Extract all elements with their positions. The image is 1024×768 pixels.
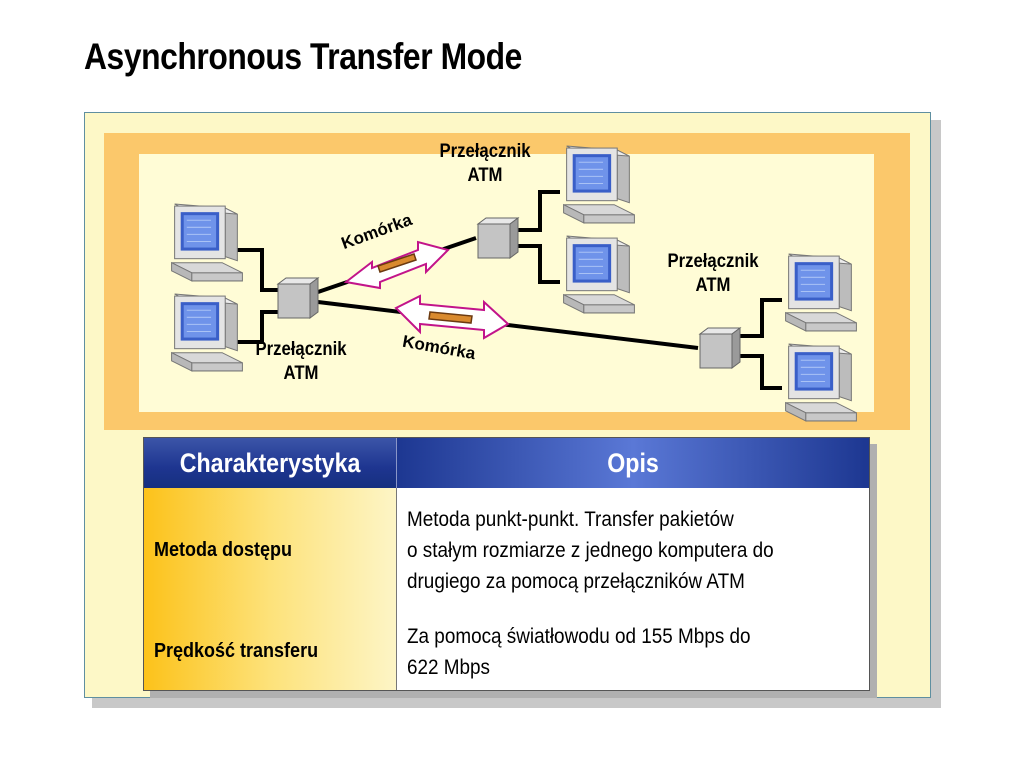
switch-label-top: Przełącznik ATM <box>428 140 542 188</box>
computer-icon <box>563 145 635 224</box>
desc-line: Metoda punkt-punkt. Transfer pakietów <box>407 508 734 531</box>
table-row-label: Metoda dostępu <box>144 488 397 613</box>
atm-switch-icon <box>277 277 319 319</box>
switch-label-left: Przełącznik ATM <box>244 338 358 386</box>
slide-title: Asynchronous Transfer Mode <box>84 36 522 77</box>
switch-label-line: ATM <box>467 165 503 186</box>
header-text: Opis <box>607 447 659 478</box>
cell-packet-icon <box>428 311 473 324</box>
header-text: Charakterystyka <box>179 447 361 478</box>
table-row-label: Prędkość transferu <box>144 613 397 690</box>
network-cables <box>236 190 782 390</box>
desc-line: Za pomocą światłowodu od 155 Mbps do <box>407 624 751 648</box>
switch-label-right: Przełącznik ATM <box>656 250 770 298</box>
switch-label-line: ATM <box>695 275 731 296</box>
switch-label-line: Przełącznik <box>255 339 347 360</box>
table-row-desc: Metoda punkt-punkt. Transfer pakietów o … <box>397 488 869 613</box>
switch-label-line: Przełącznik <box>667 251 759 272</box>
computer-icon <box>171 203 243 282</box>
double-arrow-icon <box>394 294 510 340</box>
double-arrow-icon <box>343 240 450 290</box>
switch-label-line: ATM <box>283 363 319 384</box>
computer-icon <box>785 343 857 422</box>
row-label-text: Prędkość transferu <box>154 640 319 662</box>
computer-icon <box>563 235 635 314</box>
table-header-characteristic: Charakterystyka <box>144 438 397 488</box>
desc-line: drugiego za pomocą przełączników ATM <box>407 570 745 593</box>
switch-label-line: Przełącznik <box>439 141 531 162</box>
atm-switch-icon <box>477 217 519 259</box>
table-header-description: Opis <box>397 438 869 488</box>
atm-switch-icon <box>699 327 741 369</box>
cell-packet-icon <box>377 253 417 273</box>
computer-icon <box>785 253 857 332</box>
desc-line: o stałym rozmiarze z jednego komputera d… <box>407 539 774 562</box>
table-row-desc: Za pomocą światłowodu od 155 Mbps do 622… <box>397 613 869 690</box>
desc-line: 622 Mbps <box>407 655 491 679</box>
row-label-text: Metoda dostępu <box>154 539 293 561</box>
computer-icon <box>171 293 243 372</box>
characteristics-table: Charakterystyka Opis Metoda dostępu Meto… <box>143 437 870 691</box>
